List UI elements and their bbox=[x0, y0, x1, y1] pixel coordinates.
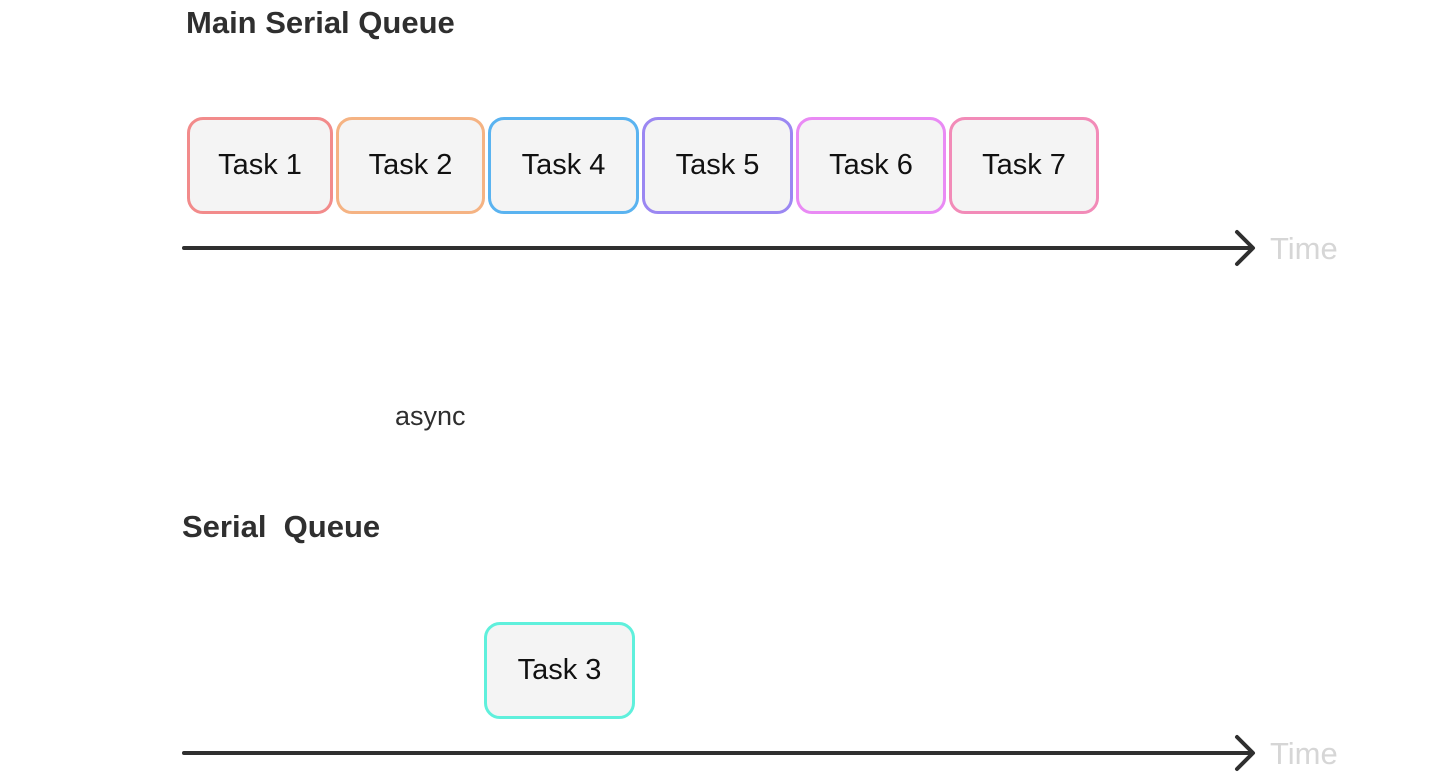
main-queue-task: Task 1 bbox=[187, 117, 333, 214]
async-label: async bbox=[395, 401, 466, 431]
main-queue-task: Task 2 bbox=[336, 117, 485, 214]
main-queue-task: Task 6 bbox=[796, 117, 946, 214]
main-queue-arrowhead-icon bbox=[1235, 230, 1255, 266]
main-queue-title: Main Serial Queue bbox=[186, 5, 455, 40]
serial-queue-title: Serial Queue bbox=[182, 509, 381, 544]
main-queue-task: Task 7 bbox=[949, 117, 1099, 214]
serial-queue-task: Task 3 bbox=[484, 622, 635, 719]
main-queue-time-label: Time bbox=[1270, 231, 1338, 266]
main-queue-task: Task 4 bbox=[488, 117, 639, 214]
serial-queue-time-label: Time bbox=[1270, 736, 1338, 771]
main-queue-time-axis bbox=[182, 230, 1255, 266]
main-queue-task: Task 5 bbox=[642, 117, 793, 214]
serial-queue-time-axis bbox=[182, 735, 1255, 771]
serial-queue-arrowhead-icon bbox=[1235, 735, 1255, 771]
